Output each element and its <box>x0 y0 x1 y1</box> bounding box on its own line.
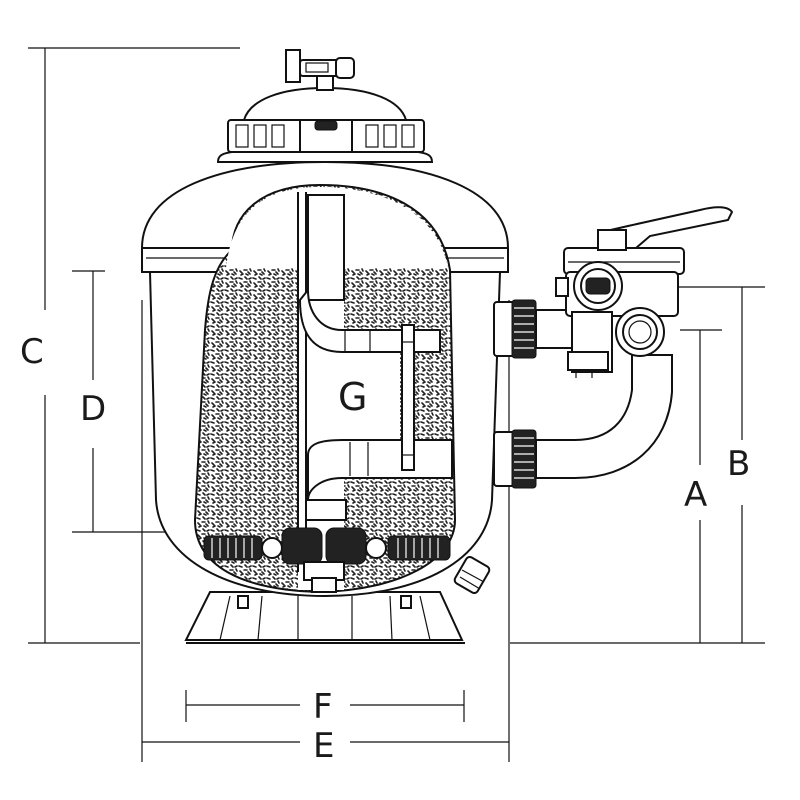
tank-lid <box>216 49 434 163</box>
label-e: E <box>313 726 334 766</box>
dimension-f <box>185 690 465 722</box>
label-a: A <box>684 475 707 515</box>
label-b: B <box>727 444 750 484</box>
dimension-c <box>28 47 240 644</box>
bottom-laterals <box>203 527 451 593</box>
multiport-valve <box>555 206 734 378</box>
drain-plug <box>453 555 491 595</box>
label-g: G <box>338 375 367 419</box>
label-c: C <box>20 332 44 372</box>
side-connections <box>493 299 673 489</box>
label-f: F <box>313 687 333 727</box>
tank-base <box>184 591 465 644</box>
internal-pipework <box>297 192 453 572</box>
dimension-a <box>680 329 722 643</box>
label-d: D <box>80 389 106 429</box>
